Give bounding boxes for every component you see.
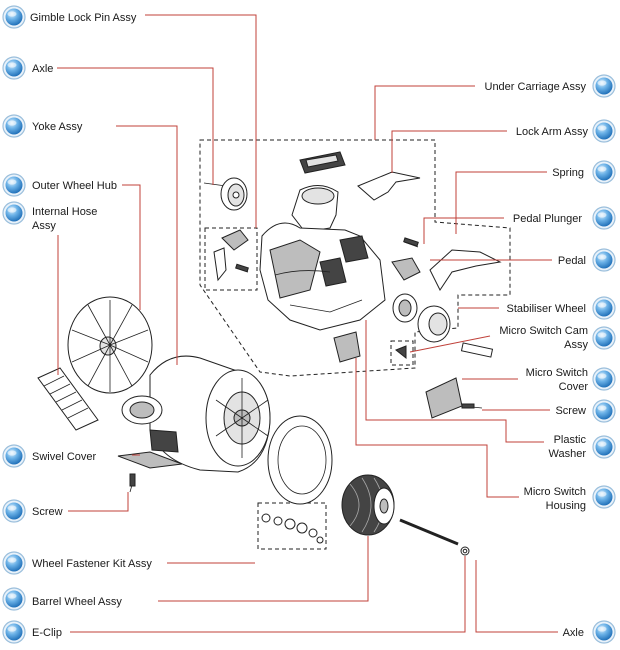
label-internal-hose-line2: Assy — [32, 220, 56, 232]
label-micro-switch-housing-line1: Micro Switch — [524, 486, 586, 498]
label-micro-switch-cover-line2: Cover — [559, 381, 589, 393]
label-pedal: Pedal — [558, 255, 586, 267]
bullet-icon — [592, 296, 616, 320]
bullet-icon — [592, 248, 616, 272]
label-under-carriage-assy: Under Carriage Assy — [485, 81, 587, 93]
bullet-icon — [2, 201, 26, 225]
swivel-cover-part — [117, 451, 183, 469]
label-micro-switch-cover-line1: Micro Switch — [526, 367, 588, 379]
leader-lines — [57, 14, 558, 633]
bullet-icon — [592, 326, 616, 350]
bullets-right — [592, 74, 616, 644]
screw-right-part — [461, 403, 483, 409]
yoke-assy-part — [121, 355, 271, 473]
axle-top-part — [203, 177, 248, 211]
label-internal-hose-line1: Internal Hose — [32, 206, 97, 218]
bullet-icon — [2, 5, 26, 29]
label-swivel-cover: Swivel Cover — [32, 451, 97, 463]
pedal-plunger-part — [391, 257, 421, 281]
bullet-icon — [2, 587, 26, 611]
bullet-icon — [2, 173, 26, 197]
label-yoke-assy: Yoke Assy — [32, 121, 83, 133]
bullet-icon — [592, 160, 616, 184]
stabiliser-wheel-small-part — [392, 293, 418, 323]
label-micro-switch-cam-line1: Micro Switch Cam — [499, 325, 588, 337]
cam-group-outline — [390, 340, 414, 366]
label-plastic-washer-line1: Plastic — [554, 434, 587, 446]
gimble-lock-pin-part — [213, 229, 249, 282]
bullet-icon — [592, 119, 616, 143]
label-micro-switch-cam-line2: Assy — [564, 339, 588, 351]
stabiliser-wheel-large-part — [417, 305, 451, 343]
label-outer-wheel-hub: Outer Wheel Hub — [32, 180, 117, 192]
micro-switch-cover-part — [425, 377, 463, 419]
outer-wheel-hub-part — [67, 296, 153, 394]
bullet-icon — [2, 551, 26, 575]
bullet-icon — [592, 435, 616, 459]
label-pedal-plunger: Pedal Plunger — [513, 213, 582, 225]
bullet-icon — [592, 367, 616, 391]
bullet-icon — [2, 499, 26, 523]
gimble-pin-group-outline — [204, 227, 258, 291]
micro-switch-plunger-part — [460, 342, 494, 358]
wheel-disc-part — [267, 415, 333, 505]
label-axle-bottom: Axle — [563, 627, 584, 639]
label-lock-arm-assy: Lock Arm Assy — [516, 126, 589, 138]
lock-arm-part — [357, 171, 421, 201]
bullet-icon — [2, 114, 26, 138]
bullet-icon — [2, 620, 26, 644]
undercarriage-group-outline — [199, 139, 511, 377]
label-micro-switch-housing-line2: Housing — [546, 500, 586, 512]
micro-switch-cam-part — [395, 345, 407, 360]
label-screw-left: Screw — [32, 506, 63, 518]
label-wheel-fastener-kit-assy: Wheel Fastener Kit Assy — [32, 558, 152, 570]
bullet-icon — [592, 74, 616, 98]
bullet-icon — [592, 399, 616, 423]
barrel-wheel-part — [341, 474, 395, 536]
under-carriage-part — [259, 151, 386, 331]
spring-part — [403, 237, 419, 248]
bullet-icon — [592, 485, 616, 509]
bullet-icon — [592, 206, 616, 230]
label-e-clip: E-Clip — [32, 627, 62, 639]
internal-hose-part — [37, 367, 99, 431]
bullet-icon — [2, 56, 26, 80]
label-axle-top: Axle — [32, 63, 53, 75]
label-screw-right: Screw — [555, 405, 586, 417]
bullets-left — [2, 5, 26, 644]
bullet-icon — [592, 620, 616, 644]
wheel-fastener-group-outline — [257, 502, 327, 550]
wheel-fastener-kit-part — [261, 513, 324, 544]
micro-switch-housing-part — [333, 331, 361, 363]
screw-left-part — [129, 473, 136, 493]
pedal-part — [429, 249, 502, 291]
label-gimble-lock-pin-assy: Gimble Lock Pin Assy — [30, 12, 137, 24]
label-barrel-wheel-assy: Barrel Wheel Assy — [32, 596, 122, 608]
bullet-icon — [2, 444, 26, 468]
e-clip-part — [460, 546, 470, 556]
label-spring: Spring — [552, 167, 584, 179]
label-stabiliser-wheel: Stabiliser Wheel — [507, 303, 586, 315]
axle-bottom-part — [399, 518, 459, 546]
label-plastic-washer-line2: Washer — [549, 448, 587, 460]
